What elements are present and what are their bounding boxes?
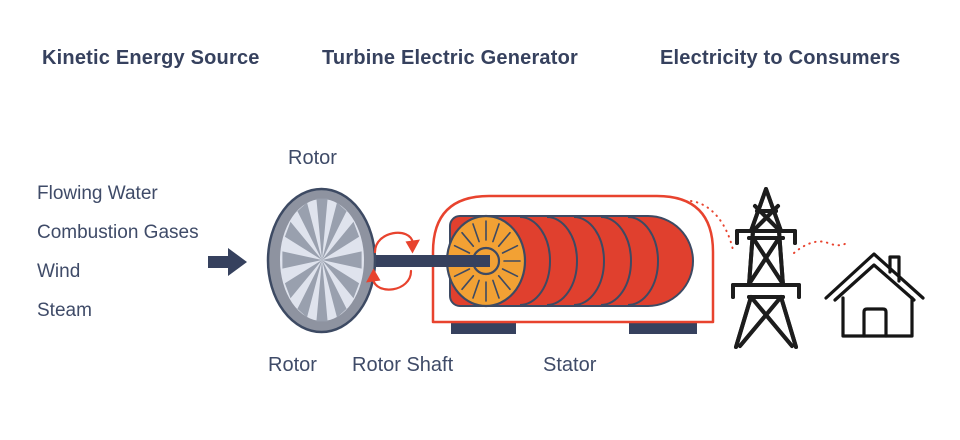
kinetic-source-list: Flowing Water Combustion Gases Wind Stea… — [37, 174, 199, 330]
power-line-tower-to-house — [793, 240, 848, 254]
flow-arrow-icon — [208, 248, 247, 276]
list-item-steam: Steam — [37, 300, 92, 321]
rotation-arrows-icon — [366, 231, 420, 291]
house-icon — [824, 252, 925, 338]
label-rotor-shaft: Rotor Shaft — [352, 354, 454, 376]
turbine-rotor-icon — [266, 187, 377, 334]
header-electricity-to-consumers: Electricity to Consumers — [660, 47, 901, 69]
list-item-combustion-gases: Combustion Gases — [37, 222, 199, 243]
list-item-wind: Wind — [37, 261, 81, 282]
transmission-tower-icon — [731, 187, 801, 349]
header-kinetic-energy-source: Kinetic Energy Source — [42, 47, 260, 69]
label-rotor-top: Rotor — [288, 147, 337, 169]
label-rotor-bottom: Rotor — [268, 354, 317, 376]
power-line-stator-to-tower — [690, 200, 734, 251]
header-turbine-electric-generator: Turbine Electric Generator — [322, 47, 579, 69]
label-stator: Stator — [543, 354, 597, 376]
rotor-shaft-icon — [368, 255, 490, 267]
list-item-flowing-water: Flowing Water — [37, 183, 158, 204]
stator-feet — [451, 321, 697, 334]
